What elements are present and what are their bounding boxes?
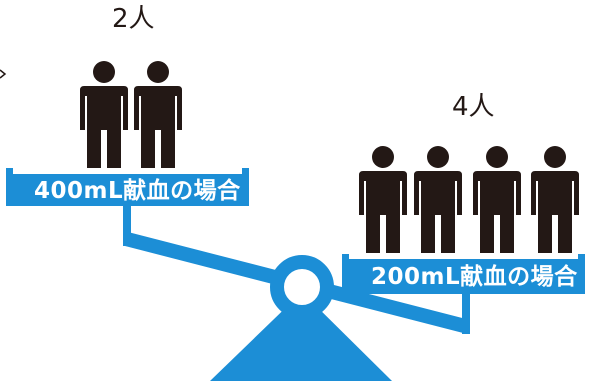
right-hanger — [462, 294, 470, 334]
pivot-ring — [270, 255, 334, 319]
edge-mark — [0, 69, 7, 79]
person-icon — [473, 146, 521, 253]
fulcrum-triangle — [210, 292, 392, 381]
left-pan-caption: 400mL献血の場合 — [34, 178, 241, 204]
left-pan — [6, 168, 249, 206]
right-pan — [342, 254, 585, 294]
left-count-label: 2人 — [112, 4, 155, 34]
person-icon — [531, 146, 579, 253]
person-icon — [134, 61, 182, 168]
left-hanger — [123, 206, 131, 246]
right-count-label: 4人 — [452, 92, 495, 122]
person-icon — [359, 146, 407, 253]
person-icon — [414, 146, 462, 253]
right-pan-caption: 200mL献血の場合 — [371, 264, 578, 290]
person-icon — [80, 61, 128, 168]
